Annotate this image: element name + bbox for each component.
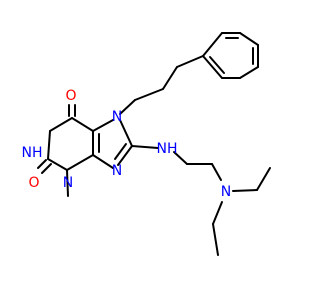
atom-n7: N [112,109,122,125]
bond-c8-n9 [117,145,133,166]
bond-nh-ch2a [173,151,188,165]
atom-n3: N [63,175,73,191]
bond-ethyl2-end [212,223,219,256]
atom-n1h: NH [22,145,43,161]
bond-ph2 [239,32,259,46]
bond-c8-n9-double [114,143,127,160]
bond-ph7 [202,32,223,57]
bond-n-ethyl1a [232,189,258,192]
bond-n3-methyl [66,169,69,197]
bond-ph-d3 [209,56,225,74]
bond-c6-n1 [49,117,73,132]
bond-ph6 [202,55,223,79]
bond-c5-n7 [92,119,114,132]
bond-chain3 [134,88,164,101]
atom-o2: O [28,175,39,191]
bond-ethyl1-end [256,167,271,191]
bond-n3-c4 [66,154,94,171]
bond-chain2 [162,66,178,90]
bond-chain1 [176,55,204,68]
bond-n-ethyl2a [212,201,223,225]
molecule-diagram: O NH O N N N NH N [22,32,271,256]
bond-n7-c8 [119,119,133,147]
bond-c2-n3 [47,158,68,171]
atom-o6: O [65,88,76,104]
bond-c2-o2-double [41,163,52,174]
bond-n1-c2 [47,130,51,160]
bond-n9-c4 [92,154,114,169]
bond-ph4 [239,66,259,79]
bond-chain4 [119,99,136,115]
bond-c5-c6 [71,117,94,132]
atom-n-diethyl: N [221,184,231,200]
structure-canvas: O NH O N N N NH N [22,32,271,256]
atom-nh-amine: NH [157,141,178,157]
bond-c2-o2 [37,159,47,169]
bond-ch2b-n [211,163,222,181]
atom-n9: N [112,163,122,179]
bond-c8-nh [131,145,159,149]
